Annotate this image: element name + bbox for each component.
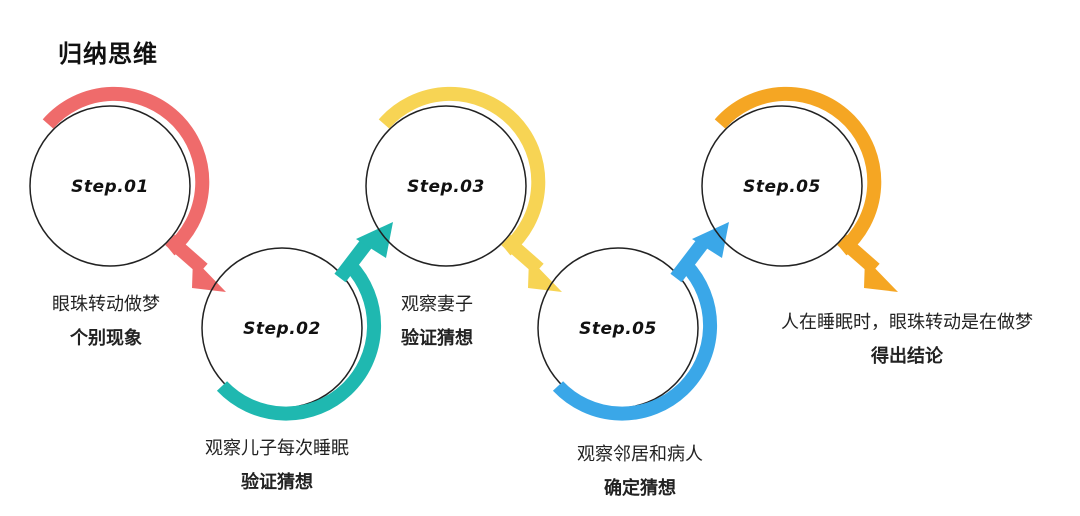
step-2-caption: 观察儿子每次睡眠 验证猜想 xyxy=(172,440,382,492)
step-4: Step.05 xyxy=(537,222,729,421)
step-2-caption-line2: 验证猜想 xyxy=(241,472,313,493)
step-3-caption: 观察妻子 验证猜想 xyxy=(392,296,482,348)
step-4-label: Step.05 xyxy=(579,319,657,339)
step-1-caption: 眼珠转动做梦 个别现象 xyxy=(16,296,196,348)
step-5-arrowhead xyxy=(864,258,898,292)
step-4-caption: 观察邻居和病人 确定猜想 xyxy=(540,446,740,498)
step-5-arc xyxy=(714,86,882,256)
step-2-arrow-shaft xyxy=(334,239,372,283)
step-2-arc xyxy=(216,260,382,421)
step-1-arrowhead xyxy=(192,258,226,292)
step-3-caption-line1: 观察妻子 xyxy=(401,294,473,315)
step-3: Step.03 xyxy=(365,86,562,292)
step-1: Step.01 xyxy=(29,86,226,292)
step-4-arrow-shaft xyxy=(670,239,708,283)
step-4-caption-line1: 观察邻居和病人 xyxy=(577,444,703,465)
step-3-caption-line2: 验证猜想 xyxy=(401,328,473,349)
step-4-arc xyxy=(552,260,718,421)
step-3-circle xyxy=(365,105,527,267)
step-3-label: Step.03 xyxy=(407,177,485,197)
step-2: Step.02 xyxy=(201,222,393,421)
step-1-arc xyxy=(42,86,210,256)
step-5: Step.05 xyxy=(701,86,898,292)
step-2-caption-line1: 观察儿子每次睡眠 xyxy=(205,438,349,459)
step-5-circle xyxy=(701,105,863,267)
step-4-arrowhead xyxy=(692,222,729,258)
step-3-arrowhead xyxy=(528,258,562,292)
step-2-label: Step.02 xyxy=(243,319,321,339)
step-1-label: Step.01 xyxy=(71,177,149,197)
step-3-arc xyxy=(378,86,546,256)
step-5-caption-line1: 人在睡眠时，眼珠转动是在做梦 xyxy=(781,312,1033,333)
step-1-caption-line2: 个别现象 xyxy=(70,328,142,349)
step-1-caption-line1: 眼珠转动做梦 xyxy=(52,294,160,315)
step-1-circle xyxy=(29,105,191,267)
step-5-caption: 人在睡眠时，眼珠转动是在做梦 得出结论 xyxy=(740,314,1074,366)
step-2-arrowhead xyxy=(356,222,393,258)
step-5-label: Step.05 xyxy=(743,177,821,197)
step-5-caption-line2: 得出结论 xyxy=(871,346,943,367)
step-4-caption-line2: 确定猜想 xyxy=(604,478,676,499)
diagram-title: 归纳思维 xyxy=(58,40,158,68)
